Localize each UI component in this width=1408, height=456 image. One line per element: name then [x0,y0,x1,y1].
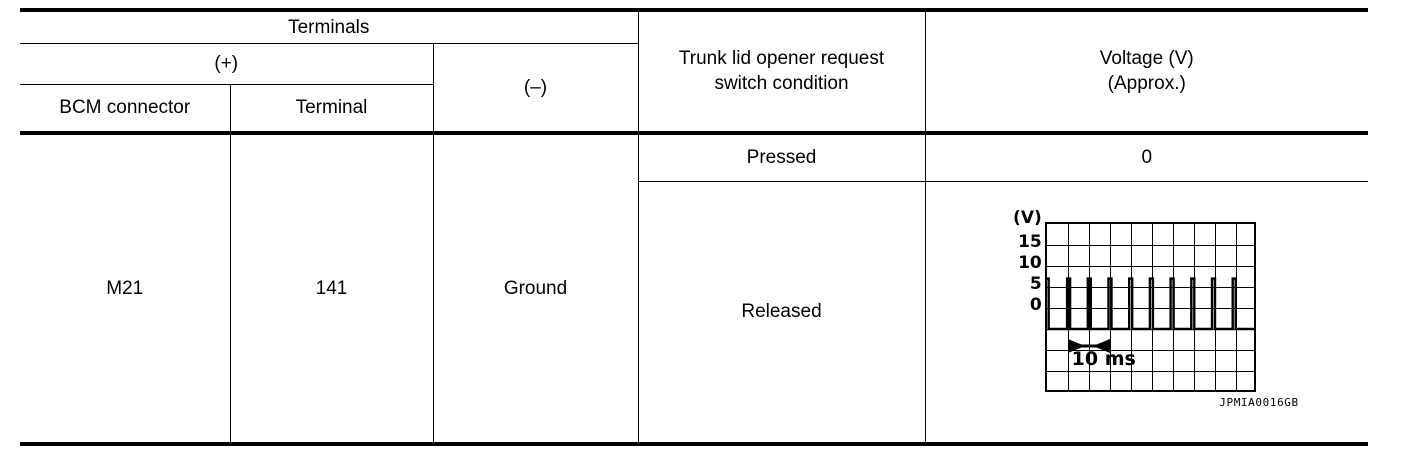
waveform-ytick-5: 5 [1029,273,1042,294]
waveform-trace [1046,277,1254,330]
header-bcm-connector: BCM connector [20,84,231,136]
grid-hline [1046,370,1254,373]
cell-voltage-released-waveform: (V) 15 10 5 0 [924,181,1368,447]
header-switch-condition-line1: Trunk lid opener request [678,48,885,70]
header-row-1: Terminals Trunk lid opener request switc… [20,7,1368,134]
cell-terminal: 141 [229,131,434,446]
terminal-voltage-table: Terminals Trunk lid opener request switc… [20,7,1368,447]
cell-condition-released: Released [638,181,926,447]
waveform-ytick-10: 10 [1018,252,1042,273]
grid-hline [1046,265,1254,268]
header-negative: (–) [432,43,638,134]
header-voltage: Voltage (V) (Approx.) [924,7,1368,134]
grid-hline [1046,349,1254,352]
waveform-unit-label: (V) [1013,207,1042,228]
table-row: M21 141 Ground Pressed 0 [20,131,1368,446]
header-row-2: (+) (–) [20,43,1368,134]
waveform-ytick-15: 15 [1018,231,1042,252]
waveform-grid [1044,221,1256,392]
cell-negative: Ground [432,131,639,446]
table-wrapper: Terminals Trunk lid opener request switc… [20,7,1368,447]
header-terminal: Terminal [229,84,433,136]
header-positive: (+) [20,43,434,85]
header-row-3: BCM connector Terminal [20,84,1368,136]
waveform-ytick-0: 0 [1029,294,1042,315]
grid-hline [1046,244,1254,247]
header-switch-condition-line2: switch condition [714,72,849,94]
cell-voltage-pressed: 0 [924,131,1368,183]
cell-condition-pressed: Pressed [637,131,926,183]
waveform-container: (V) 15 10 5 0 [930,182,1365,442]
waveform-y-axis: (V) 15 10 5 0 [997,207,1042,316]
cell-bcm-connector: M21 [20,131,231,446]
grid-vline [1067,223,1070,390]
table-row: Released (V) 15 10 5 0 [20,181,1368,447]
oscilloscope-figure: (V) 15 10 5 0 [997,207,1299,415]
header-switch-condition: Trunk lid opener request switch conditio… [637,7,926,134]
header-voltage-line2: (Approx.) [1107,72,1186,94]
figure-code-label: JPMIA0016GB [1219,395,1299,409]
waveform-timebase-label: 10 ms [1071,347,1136,370]
header-voltage-line1: Voltage (V) [1099,48,1194,70]
header-terminals: Terminals [20,8,639,44]
